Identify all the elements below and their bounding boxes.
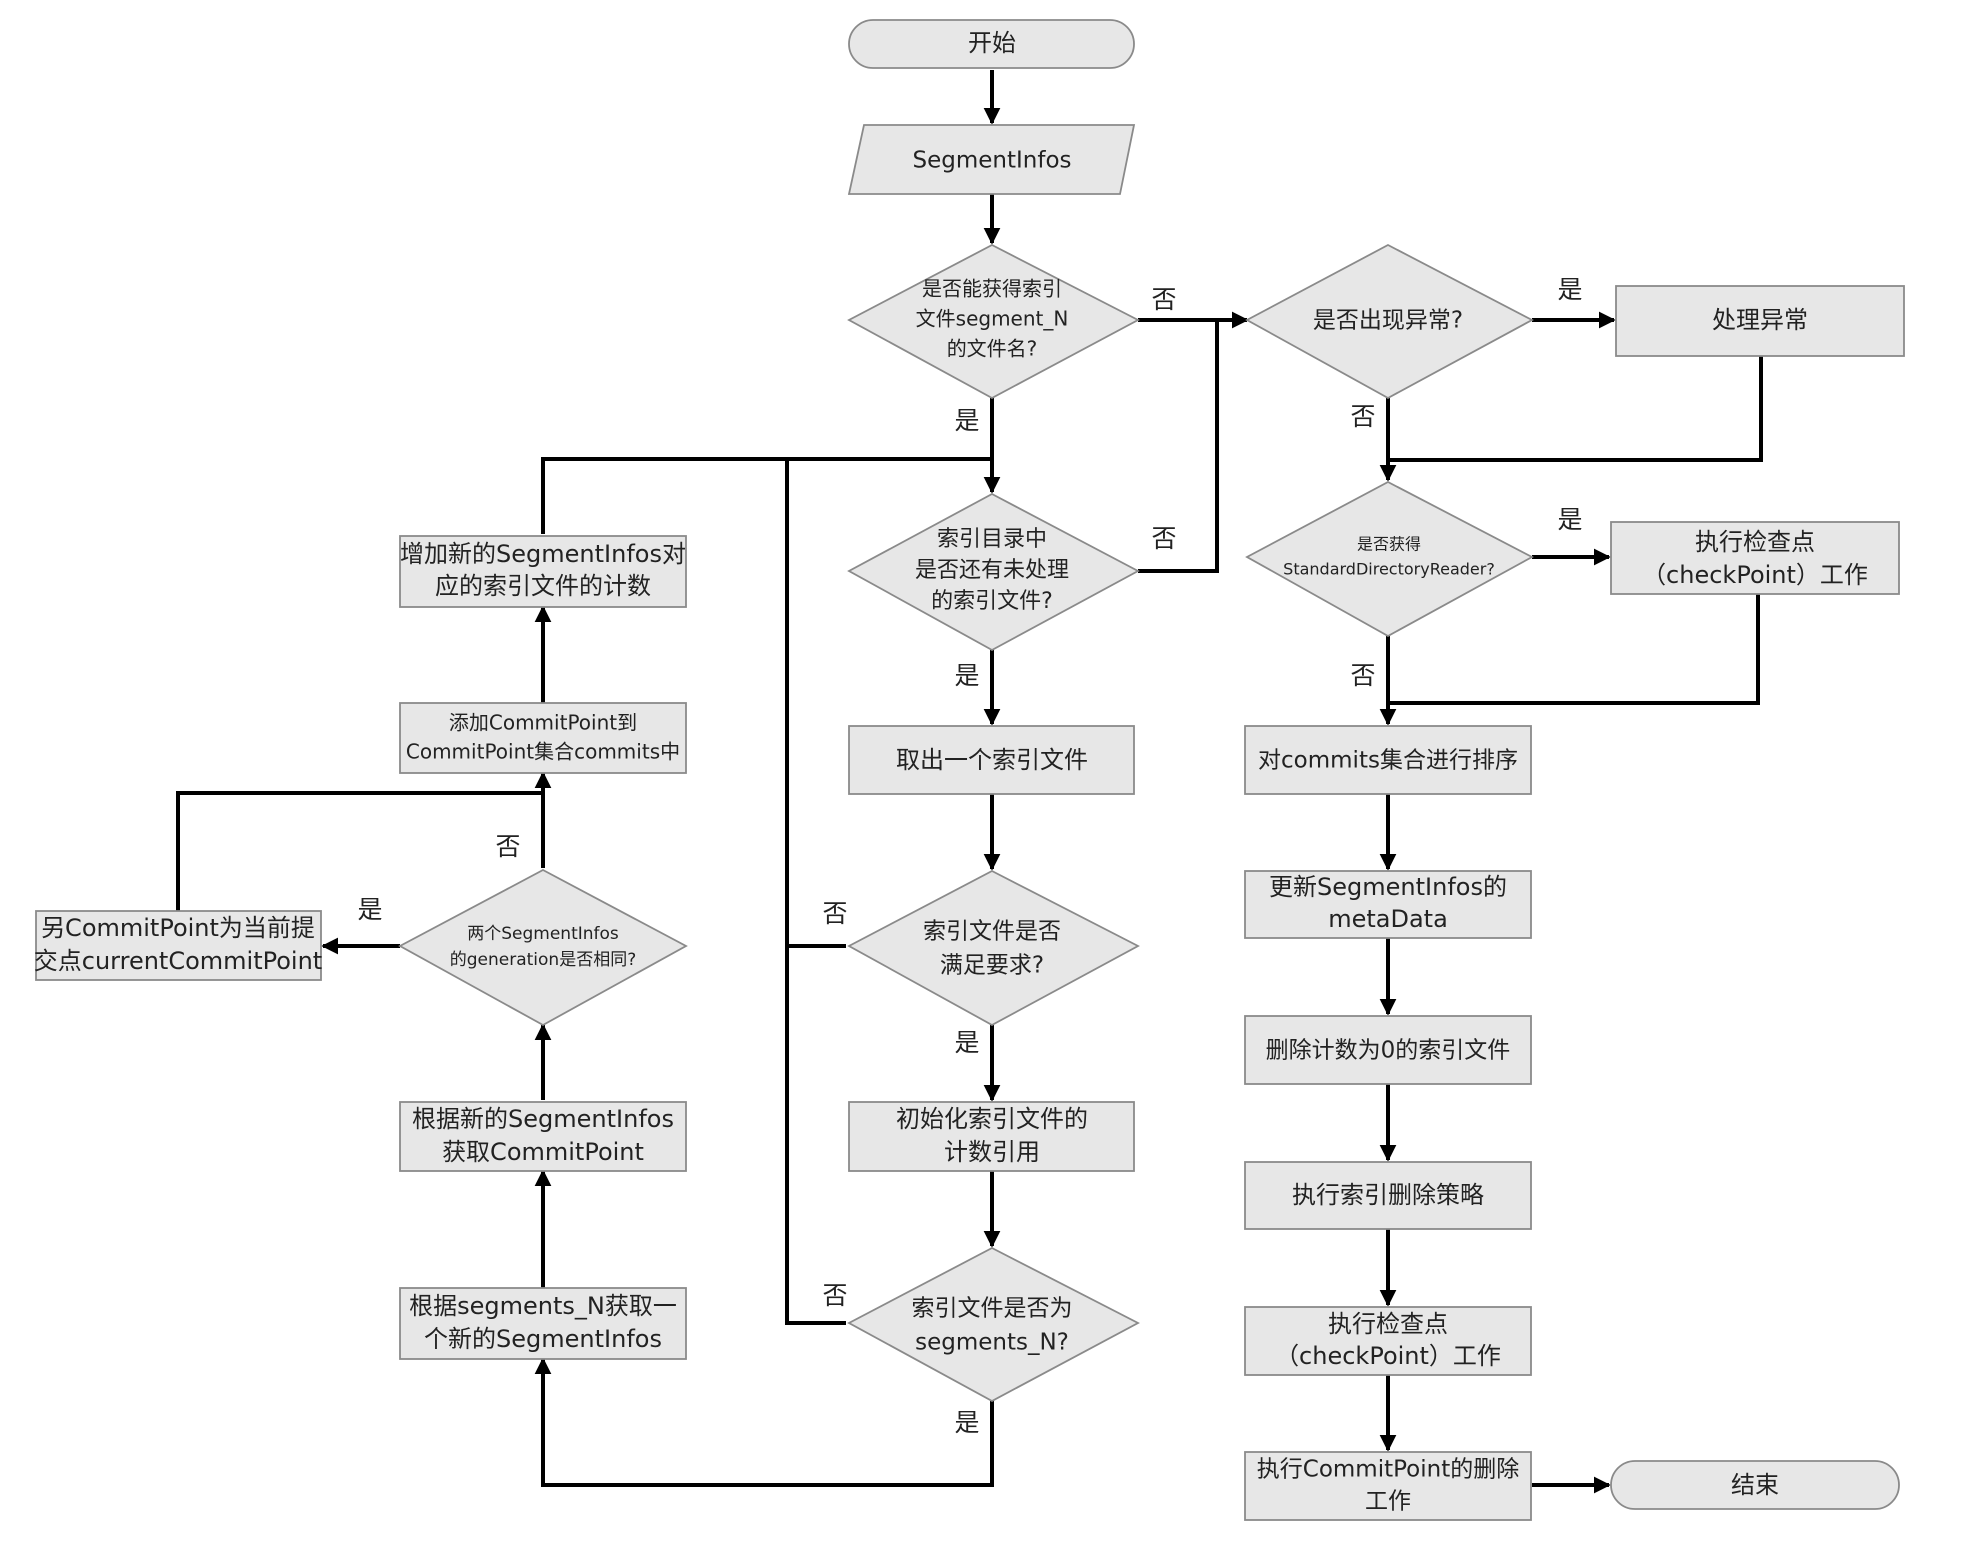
got-reader-line1: 是否获得 [1357, 535, 1421, 554]
unprocessed-line2: 是否还有未处理 [915, 558, 1069, 583]
label-yes-reader: 是 [1557, 505, 1582, 534]
take-one-file-label: 取出一个索引文件 [896, 746, 1088, 774]
exec-commit-delete-line1: 执行CommitPoint的删除 [1257, 1457, 1519, 1483]
checkpoint-bottom-line2: （checkPoint）工作 [1275, 1342, 1501, 1370]
start-node [848, 19, 1135, 69]
label-no-exception: 否 [1350, 402, 1375, 431]
edge-unprocessed-no [1138, 320, 1219, 573]
edge-is-segments-yes [534, 1357, 994, 1487]
unprocessed-line3: 的索引文件? [931, 589, 1053, 614]
delete-zero-ref-label: 删除计数为0的索引文件 [1266, 1038, 1511, 1064]
label-yes-meets: 是 [954, 1028, 979, 1057]
get-new-segment-infos-node [399, 1287, 687, 1360]
handle-exception-node [1615, 285, 1905, 357]
file-meets-req-line1: 索引文件是否 [923, 919, 1061, 945]
can-get-segment-n-line2: 文件segment_N [916, 307, 1069, 331]
unprocessed-line1: 索引目录中 [937, 527, 1047, 552]
add-ref-count-line2: 应的索引文件的计数 [435, 572, 651, 600]
edges [176, 70, 1763, 1494]
exec-deletion-policy-node [1244, 1161, 1532, 1230]
set-current-commit-node [35, 910, 322, 981]
label-yes-can-get: 是 [954, 406, 979, 435]
can-get-segment-n-line3: 的文件名? [947, 337, 1038, 361]
label-no-generation: 否 [495, 832, 520, 861]
update-metadata-line1: 更新SegmentInfos的 [1269, 873, 1507, 901]
unprocessed-files-decision [847, 492, 1140, 652]
add-commit-point-line2: CommitPoint集合commits中 [406, 740, 680, 764]
nodes: 开始 SegmentInfos 是否能获得索引 文件segment_N 的文件名… [34, 19, 1905, 1521]
label-yes-generation: 是 [357, 895, 382, 924]
add-ref-count-line1: 增加新的SegmentInfos对 [400, 540, 686, 568]
got-reader-line2: StandardDirectoryReader? [1283, 560, 1495, 579]
label-no-can-get: 否 [1151, 285, 1176, 314]
same-generation-decision [398, 868, 688, 1027]
exec-deletion-policy-label: 执行索引删除策略 [1292, 1181, 1484, 1209]
segmentinfos-label: SegmentInfos [912, 148, 1071, 174]
exec-commit-delete-line2: 工作 [1365, 1489, 1411, 1515]
init-ref-count-node [848, 1101, 1135, 1172]
edge-set-current-to-add [176, 791, 543, 911]
same-generation-line1: 两个SegmentInfos [467, 924, 619, 944]
take-one-file-node [848, 725, 1135, 795]
end-label: 结束 [1731, 1471, 1779, 1499]
add-ref-count-node [399, 535, 687, 608]
exec-commit-delete-node [1244, 1451, 1532, 1521]
init-ref-count-line2: 计数引用 [944, 1138, 1040, 1166]
get-commit-point-line2: 获取CommitPoint [442, 1138, 644, 1166]
label-yes-is-segments: 是 [954, 1408, 979, 1437]
end-node [1610, 1460, 1900, 1510]
start-label: 开始 [968, 29, 1016, 57]
file-meets-req-decision [847, 869, 1140, 1027]
can-get-segment-n-decision [847, 243, 1140, 400]
label-yes-exception: 是 [1557, 275, 1582, 304]
label-no-reader: 否 [1350, 661, 1375, 690]
add-commit-point-line1: 添加CommitPoint到 [449, 711, 637, 735]
is-segments-n-decision [847, 1246, 1140, 1403]
set-current-commit-line2: 交点currentCommitPoint [34, 947, 322, 975]
edge-labels: 否 是 是 否 是 否 否 是 否 是 否 是 是 否 [357, 275, 1582, 1437]
get-new-segment-infos-line2: 个新的SegmentInfos [424, 1325, 662, 1353]
same-generation-line2: 的generation是否相同? [450, 950, 636, 970]
edge-checkpoint-to-sort [1388, 594, 1760, 705]
exception-decision [1245, 243, 1534, 400]
update-metadata-node [1244, 870, 1532, 939]
label-yes-unprocessed: 是 [954, 661, 979, 690]
exception-label: 是否出现异常? [1313, 308, 1463, 334]
segmentinfos-node [847, 124, 1136, 195]
checkpoint-bottom-node [1244, 1306, 1532, 1376]
set-current-commit-line1: 另CommitPoint为当前提 [41, 914, 315, 942]
checkpoint-top-node [1610, 521, 1900, 595]
can-get-segment-n-line1: 是否能获得索引 [922, 277, 1062, 301]
delete-zero-ref-node [1244, 1015, 1532, 1085]
init-ref-count-line1: 初始化索引文件的 [896, 1105, 1088, 1133]
file-meets-req-line2: 满足要求? [940, 953, 1044, 979]
label-no-unprocessed: 否 [1151, 524, 1176, 553]
checkpoint-bottom-line1: 执行检查点 [1328, 1310, 1448, 1338]
got-reader-decision [1245, 480, 1534, 638]
get-commit-point-node [399, 1101, 687, 1172]
sort-commits-label: 对commits集合进行排序 [1258, 748, 1518, 774]
is-segments-n-line1: 索引文件是否为 [912, 1296, 1073, 1322]
get-new-segment-infos-line1: 根据segments_N获取一 [409, 1292, 677, 1320]
sort-commits-node [1244, 725, 1532, 795]
checkpoint-top-line1: 执行检查点 [1695, 528, 1815, 556]
edge-handle-to-reader [1388, 356, 1763, 462]
edge-ref-to-loop [541, 457, 992, 534]
update-metadata-line2: metaData [1328, 905, 1448, 933]
add-commit-point-node [399, 702, 687, 774]
checkpoint-top-line2: （checkPoint）工作 [1642, 561, 1868, 589]
is-segments-n-line2: segments_N? [915, 1330, 1069, 1356]
label-no-meets: 否 [822, 899, 847, 928]
handle-exception-label: 处理异常 [1712, 306, 1808, 334]
get-commit-point-line1: 根据新的SegmentInfos [412, 1105, 674, 1133]
label-no-is-segments: 否 [822, 1281, 847, 1310]
